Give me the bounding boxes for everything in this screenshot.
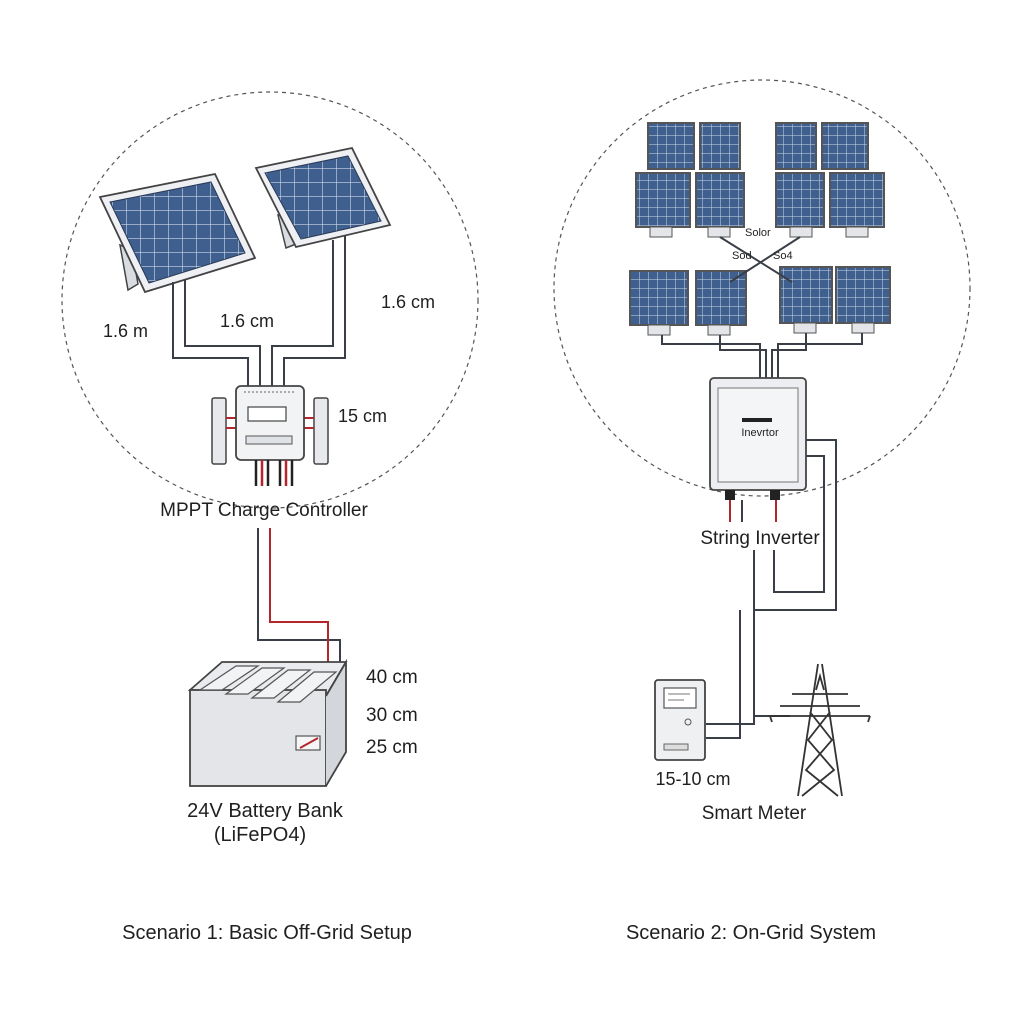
scenario1-caption: Scenario 1: Basic Off-Grid Setup xyxy=(122,922,412,944)
solar-panel-icon xyxy=(695,270,747,336)
solar-panel-icon xyxy=(254,146,392,250)
battery-dim-1: 40 cm xyxy=(366,667,418,688)
dim-controller: 15 cm xyxy=(338,406,387,426)
battery-dim-2: 30 cm xyxy=(366,705,418,726)
solar-panel-icon xyxy=(779,266,833,334)
solar-panel-icon xyxy=(821,122,869,170)
panel-wires xyxy=(172,236,346,392)
solar-panel-icon xyxy=(829,172,885,238)
battery-label-line1: 24V Battery Bank xyxy=(187,800,344,822)
cross-label-2: Sod xyxy=(732,250,752,262)
solar-array xyxy=(629,122,891,336)
scenario2-zone-circle xyxy=(553,79,971,497)
meter-dim: 15-10 cm xyxy=(655,769,730,789)
meter-label: Smart Meter xyxy=(702,803,807,824)
solar-panel-icon xyxy=(775,172,825,238)
battery-icon xyxy=(187,658,348,787)
power-tower-icon xyxy=(769,663,871,797)
solar-panel-icon xyxy=(629,270,689,336)
solar-panel-icon xyxy=(98,172,257,294)
dim-wire-right: 1.6 cm xyxy=(381,292,435,312)
dim-wire-left: 1.6 cm xyxy=(220,311,274,331)
battery-label-line2: (LiFePO4) xyxy=(214,824,306,846)
scenario2-group: Solor Sod So4 Inevrtor String Inverter xyxy=(553,79,971,944)
smart-meter-icon xyxy=(654,679,706,761)
solar-panel-icon xyxy=(635,172,691,238)
inverter-wires xyxy=(706,439,837,739)
battery-dim-3: 25 cm xyxy=(366,737,418,758)
solar-panel-icon xyxy=(835,266,891,334)
scenario2-caption: Scenario 2: On-Grid System xyxy=(626,922,876,944)
solar-panel-icon xyxy=(775,122,817,170)
array-cross-wires xyxy=(661,236,863,378)
inverter-icon xyxy=(709,377,807,500)
dim-panel-left: 1.6 m xyxy=(103,321,148,341)
solar-panel-icon xyxy=(695,172,745,238)
cross-label-1: Solor xyxy=(745,227,771,239)
solar-panel-icon xyxy=(699,122,741,170)
controller-label: MPPT Charge Controller xyxy=(160,500,368,521)
inverter-label: String Inverter xyxy=(700,528,820,549)
solar-panel-icon xyxy=(647,122,695,170)
scenario1-group: 1.6 m 1.6 cm 1.6 cm 15 cm MPPT Charge Co… xyxy=(61,91,479,944)
inverter-plate: Inevrtor xyxy=(741,427,779,439)
cross-label-3: So4 xyxy=(773,250,793,262)
charge-controller-icon xyxy=(211,385,329,486)
scenario1-zone-circle xyxy=(61,91,479,509)
